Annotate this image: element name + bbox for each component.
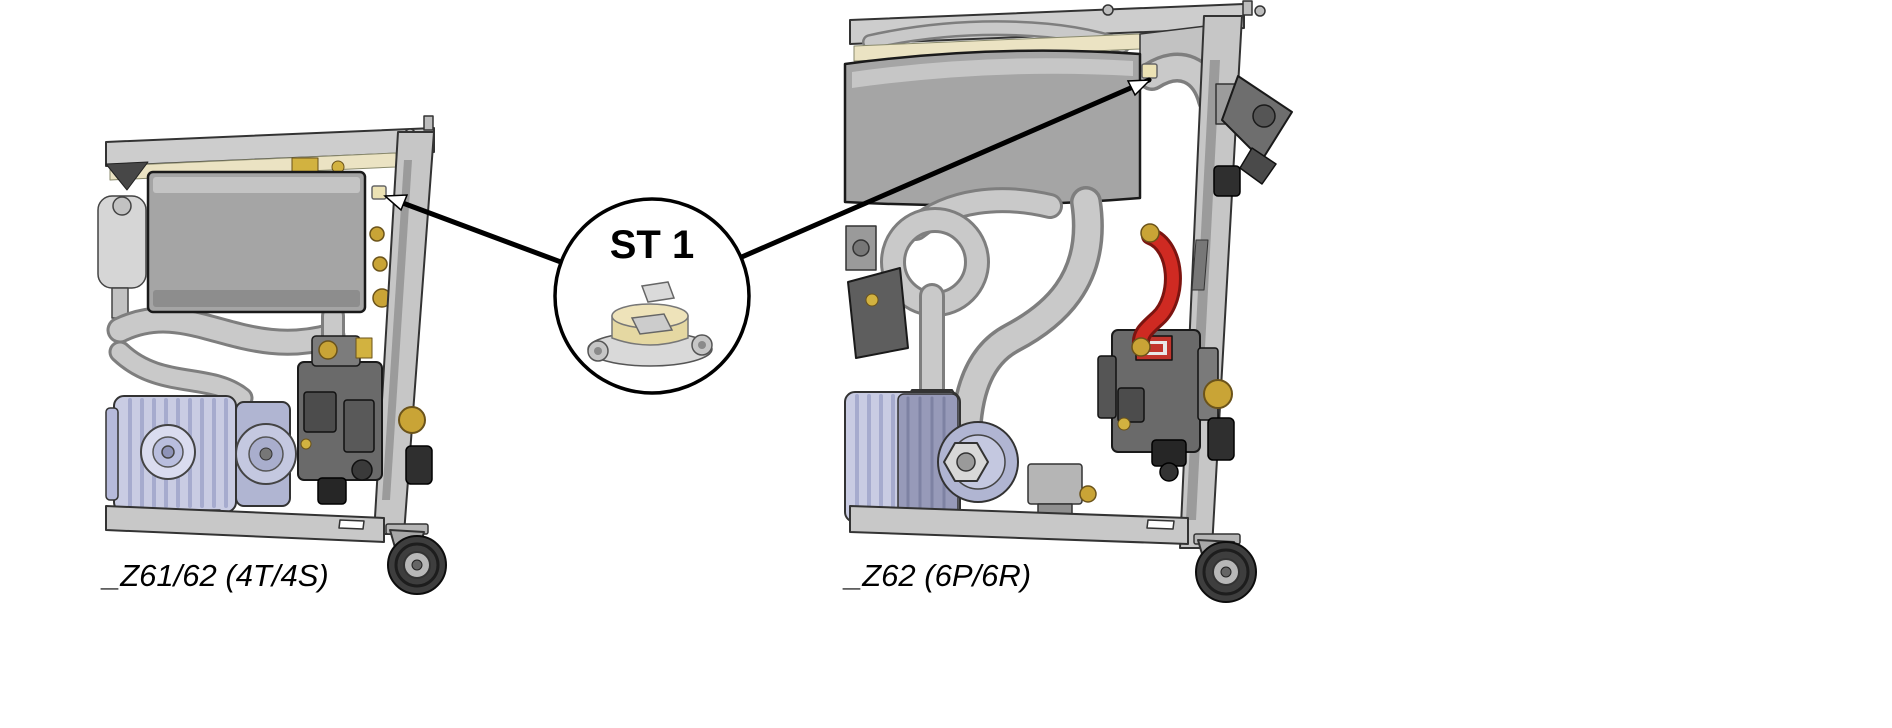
callout-label: ST 1 [610, 223, 694, 267]
brass-fitting [300, 438, 312, 450]
sensor-tab [640, 281, 676, 303]
brass-fitting [318, 340, 338, 360]
caster-wheel [1193, 533, 1257, 603]
corner-bracket [105, 161, 149, 191]
machine-caption-right: _Z62 (6P/6R) [842, 558, 1031, 593]
sensor-location [1141, 63, 1158, 79]
callout-bubble: ST 1 [553, 197, 751, 395]
red-hose [1131, 223, 1182, 357]
sensor-tab [630, 313, 674, 335]
heat-exchanger-housing [146, 170, 367, 314]
brass-fitting [369, 226, 385, 242]
base-rail [849, 505, 1189, 545]
base-rail [105, 505, 385, 543]
brass-fitting [1117, 417, 1131, 431]
brass-fitting [355, 337, 373, 359]
brass-fitting [1203, 379, 1233, 409]
side-fitting-bolt [852, 239, 870, 257]
bolt-icon [1102, 4, 1114, 16]
sensor-illustration [587, 281, 713, 367]
housing-highlight [153, 177, 360, 193]
water-pump [105, 395, 297, 523]
brass-fitting [1079, 485, 1097, 503]
brass-fitting [398, 406, 426, 434]
left-machine-illustration [97, 115, 447, 595]
brass-fitting [1131, 337, 1151, 357]
gas-valve-assembly [1097, 329, 1233, 482]
brass-fitting [1140, 223, 1160, 243]
machine-caption-left: _Z61/62 (4T/4S) [100, 558, 329, 593]
sensor-location [371, 185, 387, 200]
strainer-assembly [1213, 75, 1293, 197]
gas-valve-assembly [297, 335, 383, 505]
piping [880, 186, 1104, 476]
frame-slot [1191, 239, 1209, 291]
junction-box [1027, 463, 1083, 505]
solenoid-cap [405, 445, 433, 485]
brass-fitting [291, 157, 319, 173]
housing-shade [153, 290, 360, 307]
arrowhead-icon [1126, 79, 1152, 97]
base-slot [1146, 519, 1175, 530]
bolt-icon [1254, 5, 1266, 17]
base-slot [338, 519, 365, 530]
bolt-icon [423, 115, 434, 131]
housing-highlight [852, 58, 1133, 88]
brass-fitting [372, 256, 388, 272]
frame-groove [382, 160, 412, 500]
muffler-cap [112, 196, 132, 216]
solenoid-cap [1207, 417, 1235, 461]
motor-ribs [855, 394, 895, 520]
bolt-icon [1242, 0, 1253, 16]
top-rail [105, 127, 435, 167]
arrowhead-icon [383, 194, 409, 212]
brass-fitting [865, 293, 879, 307]
water-pump [844, 391, 1019, 523]
caster-wheel [385, 523, 447, 595]
right-machine-illustration [843, 0, 1293, 603]
mounting-bracket [847, 267, 909, 359]
